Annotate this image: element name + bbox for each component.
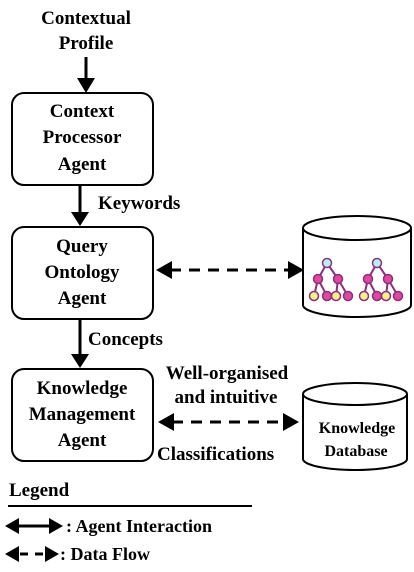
legend-title: Legend (9, 480, 70, 501)
classifications-label: Classifications (157, 444, 274, 465)
knowledge-data-flow-arrow (158, 413, 299, 431)
contextual-profile-label: Contextual Profile (41, 8, 131, 54)
knowledge-management-agent-box: Knowledge Management Agent (11, 368, 154, 462)
query-ontology-agent-label: Query (56, 236, 108, 257)
ontology-data-flow-arrow (156, 261, 304, 279)
svg-text:Processor: Processor (43, 127, 122, 148)
legend-data-flow: : Data Flow (5, 544, 150, 564)
svg-text:Management: Management (29, 404, 136, 425)
context-processor-agent-label: Context (50, 101, 115, 122)
context-processor-agent-box: Context Processor Agent (11, 92, 154, 186)
profile-to-processor-arrow (77, 57, 95, 93)
svg-text:: Agent Interaction: : Agent Interaction (66, 516, 212, 536)
processor-to-ontology-arrow (71, 186, 89, 226)
knowledge-database-cylinder: Knowledge Database (302, 382, 408, 471)
legend-agent-interaction: : Agent Interaction (5, 516, 212, 536)
svg-text:Agent: Agent (58, 154, 107, 175)
query-ontology-agent-box: Query Ontology Agent (11, 226, 154, 320)
svg-text:Profile: Profile (59, 33, 114, 54)
legend: Legend : Agent Interaction : Data Flow (5, 480, 252, 564)
svg-text:: Data Flow: : Data Flow (60, 544, 150, 564)
keywords-label: Keywords (98, 193, 180, 214)
svg-text:Well-organised: Well-organised (166, 363, 289, 384)
concepts-label: Concepts (88, 329, 163, 350)
knowledge-database-label: Knowledge (319, 420, 395, 437)
ontology-database-cylinder (302, 215, 412, 318)
well-organised-label: Well-organised and intuitive (166, 363, 289, 408)
ontology-tree-icon (308, 257, 404, 302)
ontology-to-management-arrow (71, 320, 89, 368)
svg-text:Ontology: Ontology (45, 262, 120, 283)
svg-text:Database: Database (324, 443, 387, 460)
svg-text:Agent: Agent (58, 430, 107, 451)
svg-text:Agent: Agent (58, 288, 107, 309)
svg-text:Contextual: Contextual (41, 8, 131, 29)
knowledge-management-agent-label: Knowledge (37, 378, 128, 399)
svg-text:and intuitive: and intuitive (175, 387, 278, 408)
